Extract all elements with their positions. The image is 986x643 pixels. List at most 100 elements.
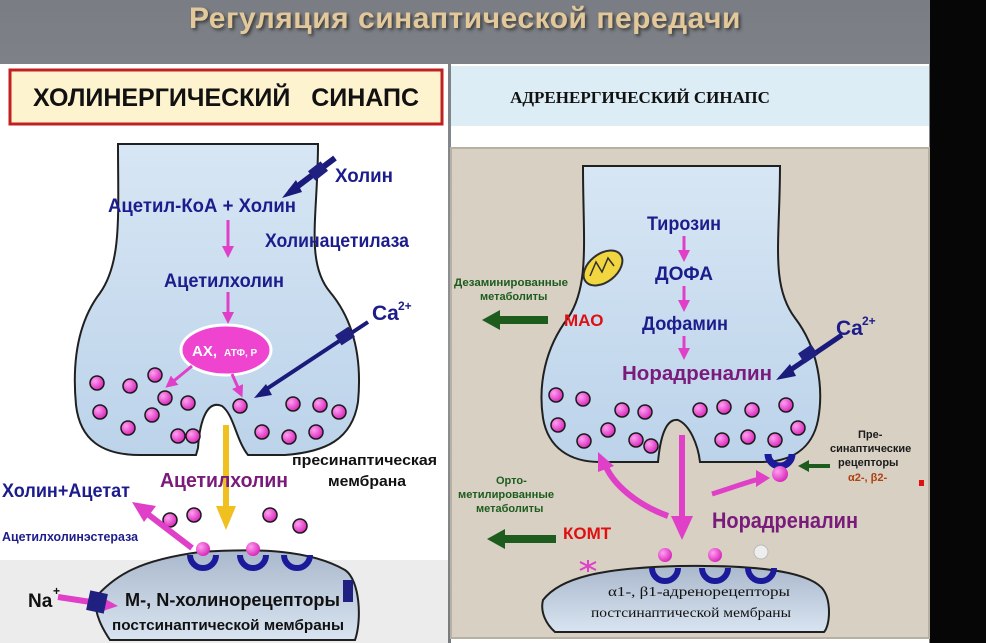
vesicle [548,387,564,403]
presynaptic-membrane-label-1: пресинаптическая [292,452,437,469]
deaminated-label-2: метаболиты [480,291,547,303]
release-arrow-head [216,506,236,530]
black-side-bar [930,0,986,643]
vesicle [331,404,347,420]
vesicle-ach-label: АХ, [192,343,217,360]
mao-arrow-head [482,310,500,330]
komt-label: КОМТ [563,524,612,543]
komt-enzyme-mark [579,560,597,572]
noradrenaline-release-arrow-head [671,516,693,540]
vesicle [180,395,196,411]
calcium-arrow-head [254,384,272,398]
bound-acetylcholine [246,542,260,556]
vesicle [285,396,301,412]
right-calcium-arrow-head [776,364,796,380]
vesicle [600,422,616,438]
vesicle [162,512,178,528]
sodium-channel [86,590,108,614]
vesicle [614,402,630,418]
pre-receptors-label-4: α2-, β2- [848,472,887,484]
right-panel-title: АДРЕНЕРГИЧЕСКИЙ СИНАПС [510,88,770,107]
vesicle [147,367,163,383]
vesicle [643,438,659,454]
pre-receptors-label-3: рецепторы [838,457,898,469]
vesicle [281,429,297,445]
receptor [281,554,313,571]
presynaptic-membrane-label-2: мембрана [328,473,407,490]
acetylcholine-top-label: Ацетилхолин [164,271,284,292]
right-calcium-label: Ca [836,317,863,340]
dopamine-label: Дофамин [642,314,728,335]
receptor [699,567,731,584]
mao-label: МАО [564,311,603,330]
choline-acetate-label: Холин+Ацетат [2,481,130,502]
right-calcium-charge: 2+ [862,314,876,328]
vesicle-atp-label: АТФ, Р [224,348,258,359]
ortho-label-3: метаболиты [476,503,543,515]
ortho-label-1: Орто- [496,475,527,487]
adrenergic-panel: АДРЕНЕРГИЧЕСКИЙ СИНАПС [450,64,930,643]
right-calcium-channel [798,344,818,364]
vesicle [576,433,592,449]
calcium-charge: 2+ [398,299,412,313]
presynaptic-feedback-arrow-head [756,470,770,487]
adrenergic-vesicles [548,387,806,454]
receptor [237,554,269,571]
presynaptic-receptor-arrow-head [798,460,809,472]
vesicle [186,507,202,523]
vesicle [767,432,783,448]
vesicle [740,429,756,445]
noradrenaline-cleft-label: Норадреналин [712,508,858,533]
vesicle [232,398,248,414]
vesicle [637,404,653,420]
vesicle [692,402,708,418]
pre-receptors-label-1: Пре- [858,429,883,441]
vesicle-fill-arrow [165,364,193,388]
presynaptic-bound-noradrenaline [772,466,788,482]
sodium-label: Na [28,591,53,612]
acetylcholinesterase-label: Ацетилхолинэстераза [2,529,139,544]
vesicle [744,402,760,418]
choline-acetylase-label: Холинацетилаза [265,231,409,252]
page-title: Регуляция синаптической передачи [189,2,741,35]
vesicle [790,420,806,436]
bound-noradrenaline [658,548,672,562]
bound-noradrenaline [708,548,722,562]
deaminated-label-1: Дезаминированные [454,277,568,289]
vesicle [89,375,105,391]
choline-label: Холин [335,166,393,187]
cholinergic-presynaptic-terminal [73,143,361,456]
acetyl-coa-choline-label: Ацетил-КоА + Холин [108,196,296,217]
right-title-banner [451,66,929,126]
pre-receptors-label-2: синаптические [830,443,911,455]
vesicle [292,518,308,534]
vesicle [92,404,108,420]
vesicle [312,397,328,413]
membrane-channel [343,580,353,602]
receptor [649,567,681,584]
cholinergic-panel: ХОЛИНЕРГИЧЕСКИЙ СИНАПС [0,64,448,643]
vesicle [628,432,644,448]
hydrolysis-arrow [143,509,194,551]
vesicle [185,428,201,444]
dopa-label: ДОФА [655,264,713,285]
hydrolysis-arrow-head [132,502,156,522]
receptor [745,567,777,584]
calcium-channel [335,326,355,346]
left-postsynaptic-label: постсинаптической мембраны [112,617,344,634]
cholinoreceptors-label: М-, N-холинорецепторы [125,590,340,610]
cholinergic-vesicles [89,367,347,534]
vesicle [716,399,732,415]
left-title-banner [8,68,444,126]
adrenergic-presynaptic-terminal [540,165,822,463]
noradrenaline-top-label: Норадреналин [622,363,772,385]
vesicle [170,428,186,444]
vesicle [714,432,730,448]
vesicle-release-arrow [230,373,244,398]
receptor [187,554,219,571]
bound-acetylcholine [196,542,210,556]
acetylcholine-cleft-label: Ацетилхолин [160,470,288,492]
adrenoreceptors-label: α1-, β1-адренорецепторы [608,585,791,600]
komt-arrow-head [487,529,505,549]
calcium-label: Ca [372,302,399,325]
